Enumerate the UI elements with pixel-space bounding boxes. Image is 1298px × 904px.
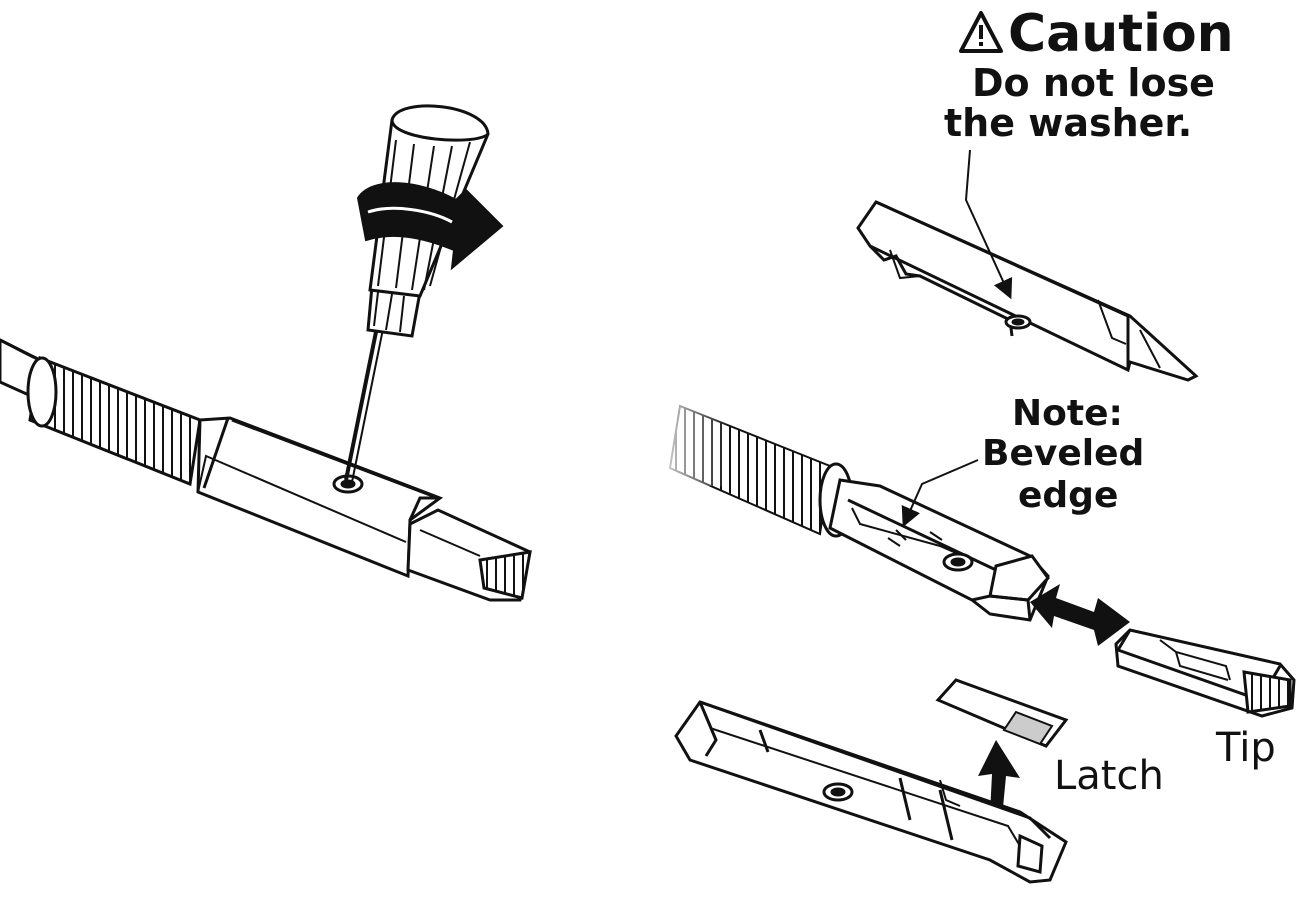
left-spring-sleeve	[26, 355, 202, 487]
top-cover	[856, 200, 1199, 382]
right-open-handle	[828, 478, 1050, 622]
caution-leader-line	[964, 149, 1013, 300]
warning-triangle-icon	[959, 11, 1003, 53]
left-tip-connector	[406, 508, 532, 602]
latch-piece	[935, 678, 1069, 748]
right-spring-sleeve	[650, 396, 854, 538]
left-handle-body	[196, 416, 444, 579]
caution-title-text: Caution	[1008, 4, 1234, 64]
caution-heading: Caution	[958, 8, 1234, 60]
note-text-line2: edge	[1018, 475, 1119, 516]
caution-text-line1: Do not lose	[972, 61, 1215, 105]
note-text-line1: Beveled	[982, 433, 1145, 474]
tip-piece	[1114, 628, 1296, 718]
tip-label: Tip	[1216, 725, 1276, 771]
note-leader-line	[901, 459, 979, 528]
caution-text-line2: the washer.	[944, 101, 1193, 145]
note-heading: Note:	[1012, 393, 1123, 434]
latch-label: Latch	[1054, 753, 1164, 799]
bottom-cover	[674, 700, 1068, 884]
screwdriver	[344, 104, 490, 483]
rotation-arrow-icon	[356, 182, 504, 271]
double-arrow-icon	[1030, 584, 1130, 646]
